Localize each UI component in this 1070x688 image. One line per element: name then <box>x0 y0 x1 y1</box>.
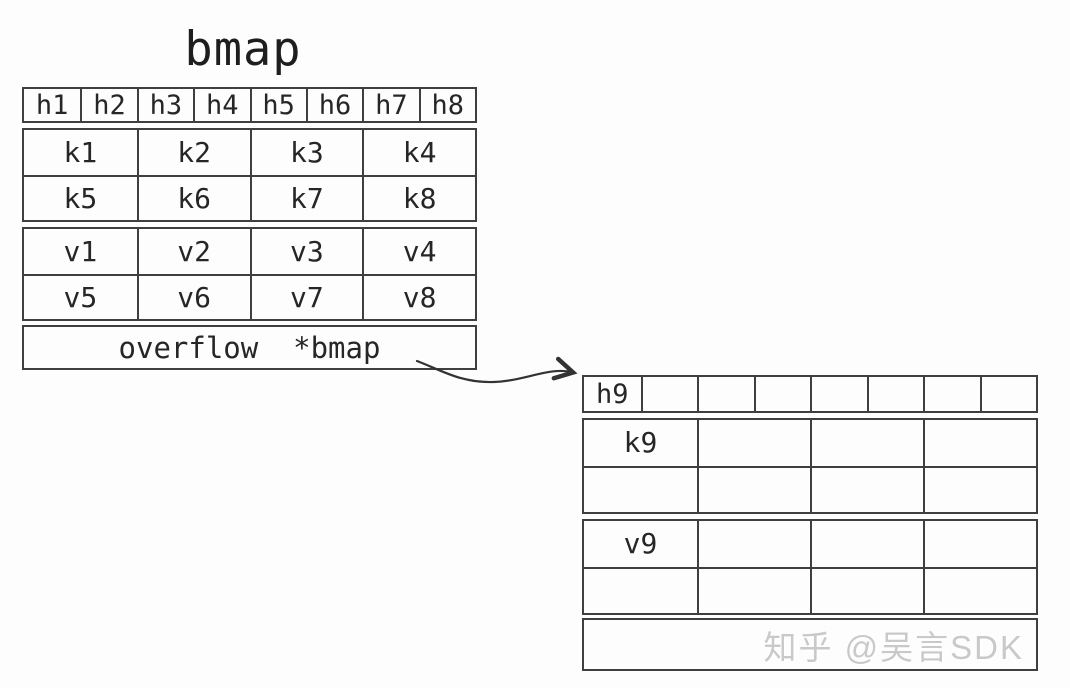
value-cell-v3: v3 <box>249 229 363 274</box>
tophash-cell-empty <box>810 377 867 411</box>
key-cell-k7: k7 <box>249 177 363 220</box>
value-cell-empty <box>584 569 697 613</box>
value-cell-v1: v1 <box>63 234 98 268</box>
values-box: v1 v2 v3 v4 v5 v6 v7 v8 <box>22 227 477 321</box>
key-cell-empty <box>923 468 1036 512</box>
key-cell-k6: k6 <box>136 177 250 220</box>
overflow-values-box: v9 <box>582 519 1038 615</box>
tophash-cell-empty <box>640 377 698 411</box>
value-cell-v2: v2 <box>136 229 250 274</box>
value-cell-empty <box>697 521 810 567</box>
overflow-bmap-bucket-table: h9 k9 v9 <box>582 375 1038 671</box>
value-cell-v7: v7 <box>249 276 363 319</box>
tophash-cell-h2: h2 <box>80 89 136 121</box>
overflow-keys-row-2 <box>584 466 1036 512</box>
overflow-keys-box: k9 <box>582 418 1038 514</box>
value-cell-v9: v9 <box>623 527 658 560</box>
diagram-title: bmap <box>184 22 302 77</box>
value-cell-v4: v4 <box>362 229 475 274</box>
zhihu-watermark: 知乎 @吴言SDK <box>763 628 1024 666</box>
value-cell-v5: v5 <box>63 280 98 314</box>
tophash-cell-empty <box>753 377 811 411</box>
tophash-cell-h7: h7 <box>362 89 418 121</box>
overflow-pointer-label: overflow *bmap <box>118 330 381 365</box>
value-cell-v8: v8 <box>362 276 475 319</box>
value-cell-empty <box>923 521 1036 567</box>
tophash-cell-empty <box>866 377 924 411</box>
value-cell-empty <box>810 521 923 567</box>
bmap-bucket-table: h1 h2 h3 h4 h5 h6 h7 h8 k1 k2 k3 k4 k5 k… <box>22 87 477 370</box>
tophash-cell-h6: h6 <box>305 89 362 121</box>
key-cell-empty <box>810 468 923 512</box>
values-row-1: v1 v2 v3 v4 <box>24 229 475 274</box>
tophash-cell-h8: h8 <box>418 89 475 121</box>
overflow-tophash-row: h9 <box>582 375 1038 413</box>
key-cell-empty <box>584 468 697 512</box>
tophash-cell-empty <box>979 377 1037 411</box>
key-cell-k9: k9 <box>623 426 658 459</box>
overflow-pointer-row: overflow *bmap <box>22 325 477 370</box>
key-cell-k1: k1 <box>63 135 98 169</box>
tophash-cell-empty <box>697 377 754 411</box>
key-cell-k3: k3 <box>249 130 363 175</box>
values-row-2: v5 v6 v7 v8 <box>24 274 475 319</box>
tophash-row: h1 h2 h3 h4 h5 h6 h7 h8 <box>22 87 477 123</box>
value-cell-empty <box>923 569 1036 613</box>
overflow-bucket-overflow-row: 知乎 @吴言SDK <box>582 618 1038 671</box>
keys-row-2: k5 k6 k7 k8 <box>24 175 475 220</box>
tophash-cell-h4: h4 <box>193 89 249 121</box>
value-cell-v6: v6 <box>136 276 250 319</box>
tophash-cell-h3: h3 <box>136 89 193 121</box>
tophash-cell-h5: h5 <box>249 89 306 121</box>
tophash-cell-h1: h1 <box>35 89 69 121</box>
overflow-keys-row-1: k9 <box>584 420 1036 466</box>
key-cell-empty <box>923 420 1036 466</box>
key-cell-k5: k5 <box>63 181 98 215</box>
key-cell-empty <box>697 468 810 512</box>
key-cell-empty <box>810 420 923 466</box>
overflow-values-row-2 <box>584 567 1036 613</box>
tophash-cell-h9: h9 <box>595 378 629 410</box>
value-cell-empty <box>810 569 923 613</box>
value-cell-empty <box>697 569 810 613</box>
key-cell-empty <box>697 420 810 466</box>
keys-row-1: k1 k2 k3 k4 <box>24 130 475 175</box>
key-cell-k8: k8 <box>362 177 475 220</box>
key-cell-k4: k4 <box>362 130 475 175</box>
key-cell-k2: k2 <box>136 130 250 175</box>
keys-box: k1 k2 k3 k4 k5 k6 k7 k8 <box>22 128 477 222</box>
overflow-values-row-1: v9 <box>584 521 1036 567</box>
tophash-cell-empty <box>923 377 980 411</box>
